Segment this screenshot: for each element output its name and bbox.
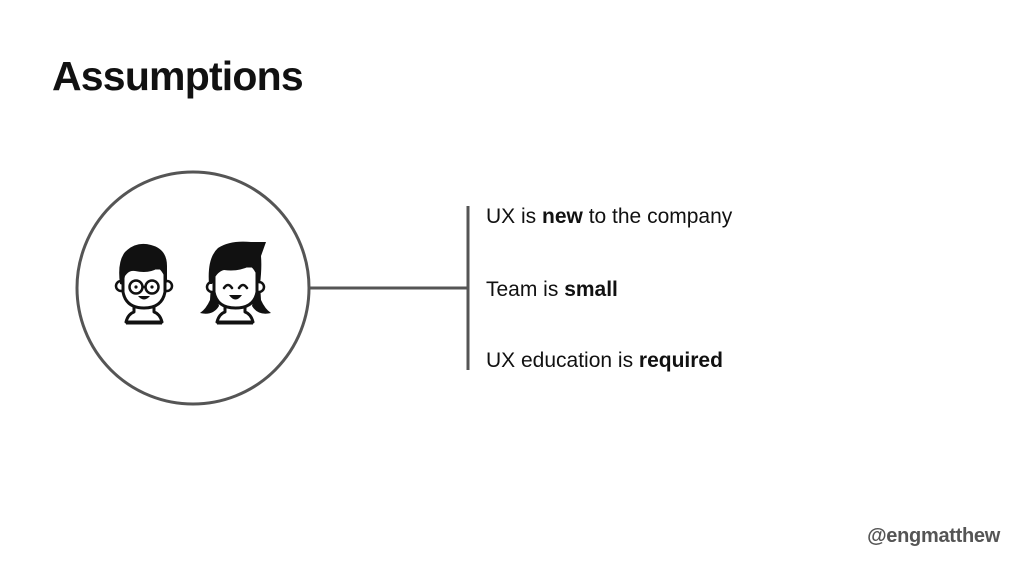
assumption-item-small: Team is small: [486, 276, 618, 304]
assumption-list: UX is new to the company Team is small U…: [486, 0, 986, 576]
assumption-prefix: UX education is: [486, 349, 639, 372]
assumption-item-new: UX is new to the company: [486, 203, 732, 231]
man-with-glasses-icon: [114, 243, 174, 325]
assumption-emphasis: new: [542, 205, 583, 228]
assumption-suffix: to the company: [582, 205, 733, 228]
smiling-woman-icon: [200, 241, 271, 325]
team-circle: [75, 170, 311, 406]
assumption-item-required: UX education is required: [486, 347, 723, 375]
author-handle: @engmatthew: [867, 525, 1000, 547]
slide-title: Assumptions: [52, 53, 304, 99]
assumption-prefix: Team is: [486, 278, 565, 301]
assumption-emphasis: required: [638, 349, 723, 372]
assumption-emphasis: small: [564, 278, 618, 301]
assumption-prefix: UX is: [486, 205, 543, 228]
